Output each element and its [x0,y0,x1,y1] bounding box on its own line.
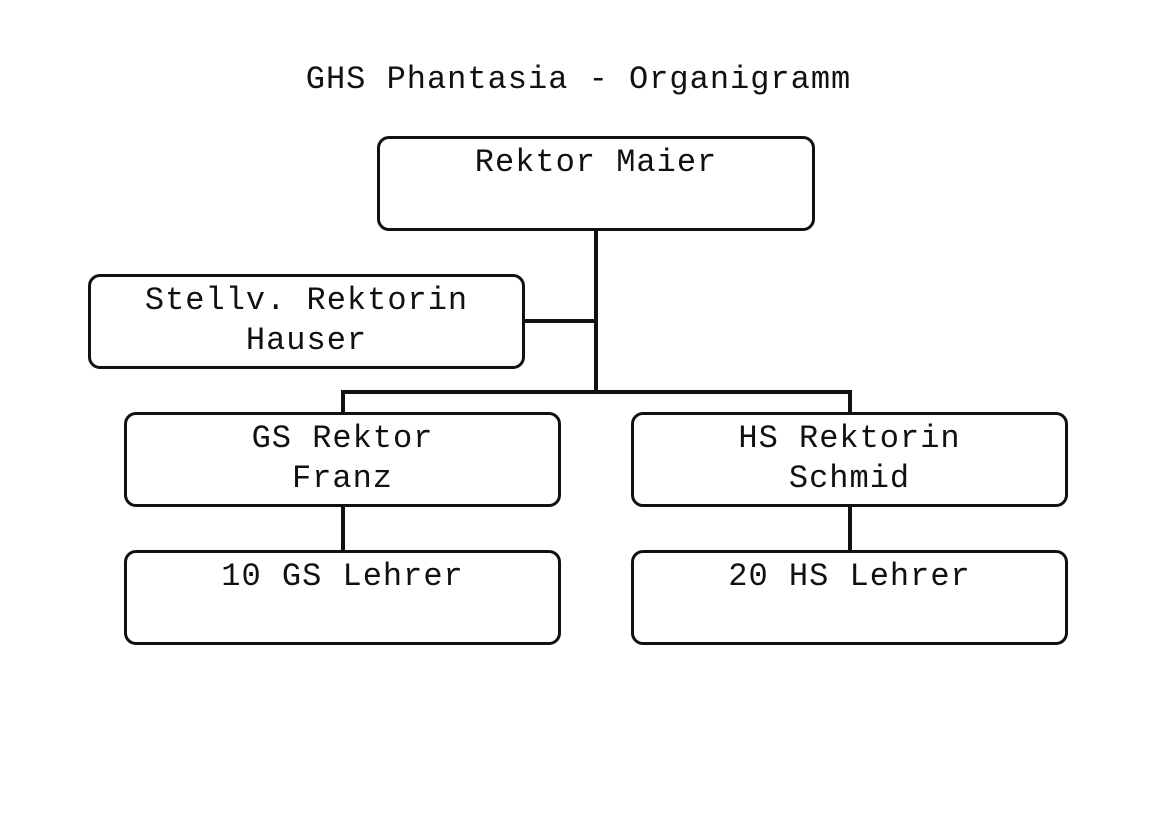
node-hs-lehrer: 20 HS Lehrer [631,550,1068,645]
node-label: Stellv. Rektorin [144,282,469,319]
node-label: Hauser [245,322,368,359]
connector-gs-rektor [341,390,345,414]
node-gs-rektor: GS Rektor Franz [124,412,561,507]
connector-branch [341,390,852,394]
connector-gs-lehrer [341,506,345,552]
connector-hs-lehrer [848,506,852,552]
diagram-title: GHS Phantasia - Organigramm [305,61,852,98]
node-label: Rektor Maier [474,144,718,181]
node-hs-rektorin: HS Rektorin Schmid [631,412,1068,507]
node-label: GS Rektor [251,420,434,457]
connector-rektor-down [594,230,598,393]
connector-stellv [523,319,596,323]
node-rektor: Rektor Maier [377,136,815,231]
node-label: HS Rektorin [738,420,961,457]
node-label: Franz [291,460,393,497]
node-label: 10 GS Lehrer [221,558,464,595]
node-gs-lehrer: 10 GS Lehrer [124,550,561,645]
node-label: Schmid [788,460,911,497]
node-stellv-rektorin: Stellv. Rektorin Hauser [88,274,525,369]
connector-hs-rektor [848,390,852,414]
node-label: 20 HS Lehrer [728,558,971,595]
